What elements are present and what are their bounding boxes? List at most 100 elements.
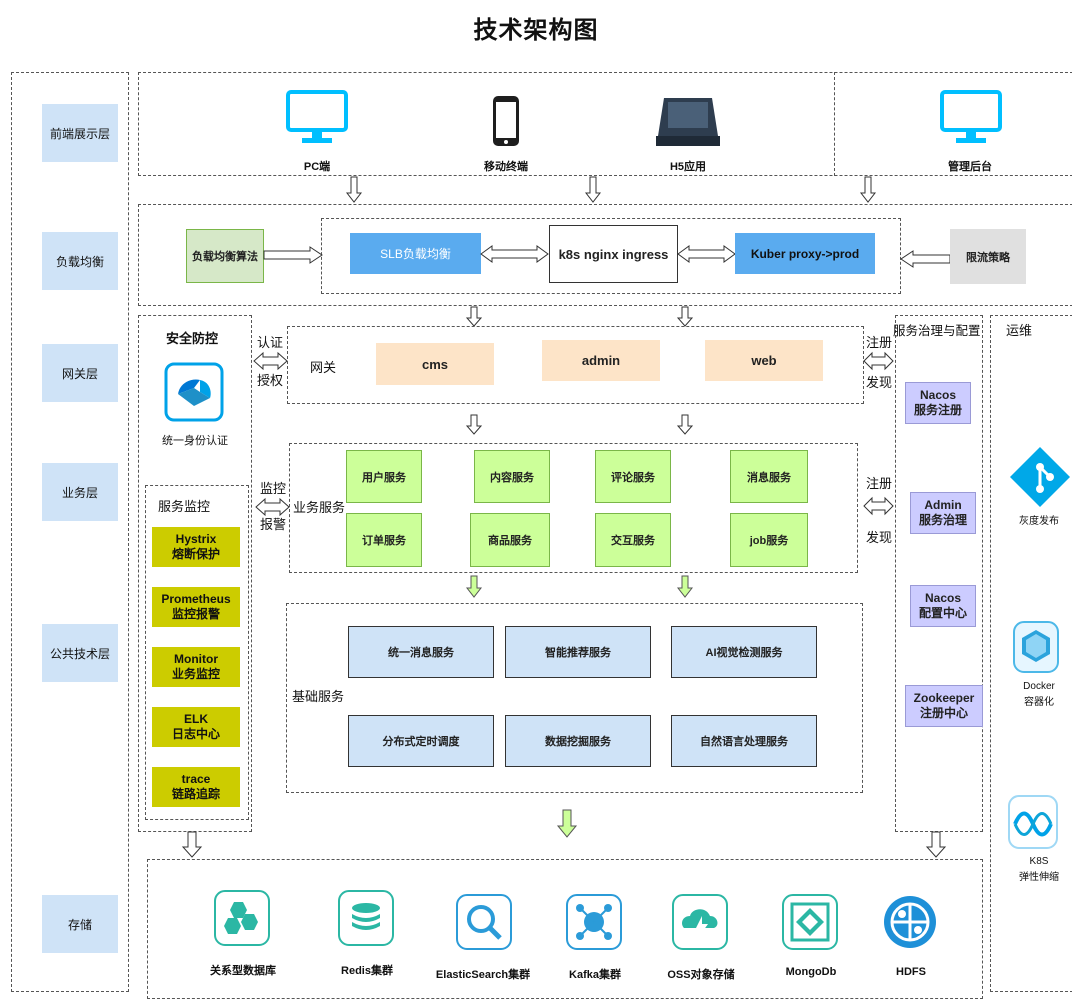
kafka-icon <box>566 894 622 950</box>
biz-discover-label: 发现 <box>866 530 893 545</box>
arrow-down-icon <box>676 414 694 435</box>
identity-auth-icon <box>164 362 224 422</box>
unified-message-service: 统一消息服务 <box>348 626 494 678</box>
admin-monitor-icon <box>940 90 1002 143</box>
trace-name: trace <box>181 772 211 786</box>
arrow-down-icon <box>345 176 363 203</box>
redis-icon <box>338 890 394 946</box>
diagram-title: 技术架构图 <box>473 17 599 44</box>
arrow-down-icon <box>181 831 203 858</box>
hystrix-box: Hystrix 熔断保护 <box>152 527 240 567</box>
scheduler-service: 分布式定时调度 <box>348 715 494 767</box>
arrow-down-green-icon <box>556 809 578 838</box>
elk-desc: 日志中心 <box>171 727 220 741</box>
frontend-divider <box>834 72 835 176</box>
layer-gateway: 网关层 <box>42 344 118 402</box>
identity-auth-label: 统一身份认证 <box>162 435 228 447</box>
arrow-bidirectional-icon <box>253 351 288 371</box>
hdfs-label: HDFS <box>896 966 926 978</box>
layer-storage: 存储 <box>42 895 118 953</box>
admin-governance-name: Admin <box>924 498 962 512</box>
auth-side-label-1: 认证 <box>257 335 284 350</box>
h5-label: H5应用 <box>669 161 707 173</box>
business-container <box>289 443 858 573</box>
mongodb-label: MongoDb <box>785 966 837 978</box>
admin-governance-desc: 服务治理 <box>918 513 967 527</box>
kafka-label: Kafka集群 <box>569 969 621 981</box>
layer-load-balancing: 负载均衡 <box>42 232 118 290</box>
message-service: 消息服务 <box>730 450 808 503</box>
mongodb-icon <box>782 894 838 950</box>
load-balancing-container <box>138 204 1072 306</box>
frontend-container <box>138 72 1072 176</box>
docker-icon <box>1013 621 1059 673</box>
layer-common-tech: 公共技术层 <box>42 624 118 682</box>
scanner-icon <box>656 98 720 146</box>
user-service: 用户服务 <box>346 450 422 503</box>
arrow-left-icon <box>900 250 951 268</box>
arrow-bidirectional-icon <box>863 496 894 516</box>
elasticsearch-icon <box>456 894 512 950</box>
product-service: 商品服务 <box>470 513 550 567</box>
lb-algorithm-box: 负载均衡算法 <box>186 229 264 283</box>
hystrix-name: Hystrix <box>175 532 217 546</box>
gw-register-label: 注册 <box>866 335 893 350</box>
arrow-down-icon <box>925 831 947 858</box>
arrow-down-icon <box>465 306 483 327</box>
arrow-down-icon <box>584 176 602 203</box>
monitor-icon <box>286 90 348 143</box>
admin-console-label: 管理后台 <box>948 161 992 173</box>
prometheus-name: Prometheus <box>161 592 231 606</box>
admin-governance-box: Admin 服务治理 <box>910 492 976 534</box>
nacos-registry-desc: 服务注册 <box>913 403 962 417</box>
gw-discover-label: 发现 <box>866 375 893 390</box>
load-balancing-inner <box>321 218 901 294</box>
arrow-down-green-icon <box>676 575 694 598</box>
gateway-web: web <box>705 340 823 381</box>
data-mining-service: 数据挖掘服务 <box>505 715 651 767</box>
docker-name: Docker <box>1023 681 1055 692</box>
relational-db-label: 关系型数据库 <box>210 965 276 977</box>
elasticsearch-label: ElasticSearch集群 <box>435 969 531 981</box>
trace-desc: 链路追踪 <box>171 787 220 801</box>
hdfs-icon <box>884 896 936 948</box>
trace-box: trace 链路追踪 <box>152 767 240 807</box>
rate-limit-box: 限流策略 <box>950 229 1026 284</box>
gateway-label: 网关 <box>310 360 337 375</box>
arrow-down-green-icon <box>465 575 483 598</box>
gateway-cms: cms <box>376 343 494 385</box>
nlp-service: 自然语言处理服务 <box>671 715 817 767</box>
layer-frontend: 前端展示层 <box>42 104 118 162</box>
monitor-side-label-1: 监控 <box>260 481 287 496</box>
governance-title: 服务治理与配置 <box>893 324 981 338</box>
docker-desc: 容器化 <box>1024 697 1054 708</box>
security-title: 安全防控 <box>166 331 219 346</box>
mobile-label: 移动终端 <box>484 161 528 173</box>
biz-register-label: 注册 <box>866 476 893 491</box>
layer-business: 业务层 <box>42 463 118 521</box>
phone-icon <box>493 96 519 146</box>
k8s-icon <box>1008 795 1058 849</box>
gray-release-label: 灰度发布 <box>1019 516 1059 527</box>
arrow-bidirectional-icon <box>863 351 894 371</box>
layer-column <box>11 72 129 992</box>
git-icon <box>1010 447 1070 507</box>
business-label: 业务服务 <box>293 500 346 515</box>
nacos-registry-box: Nacos 服务注册 <box>905 382 971 424</box>
arrow-down-icon <box>859 176 877 203</box>
arrow-right-icon <box>263 246 323 264</box>
arrow-bidirectional-icon <box>480 245 549 263</box>
content-service: 内容服务 <box>474 450 550 503</box>
monitor-title: 服务监控 <box>158 499 211 514</box>
elk-name: ELK <box>184 712 208 726</box>
order-service: 订单服务 <box>346 513 422 567</box>
prometheus-box: Prometheus 监控报警 <box>152 587 240 627</box>
monitor-container <box>145 485 249 820</box>
relational-db-icon <box>214 890 270 946</box>
zookeeper-name: Zookeeper <box>913 691 975 705</box>
auth-side-label-2: 授权 <box>257 373 284 388</box>
ai-vision-service: AI视觉检测服务 <box>671 626 817 678</box>
pc-label: PC端 <box>303 161 331 173</box>
ops-title: 运维 <box>1006 323 1033 338</box>
k8s-name: K8S <box>1029 856 1049 867</box>
